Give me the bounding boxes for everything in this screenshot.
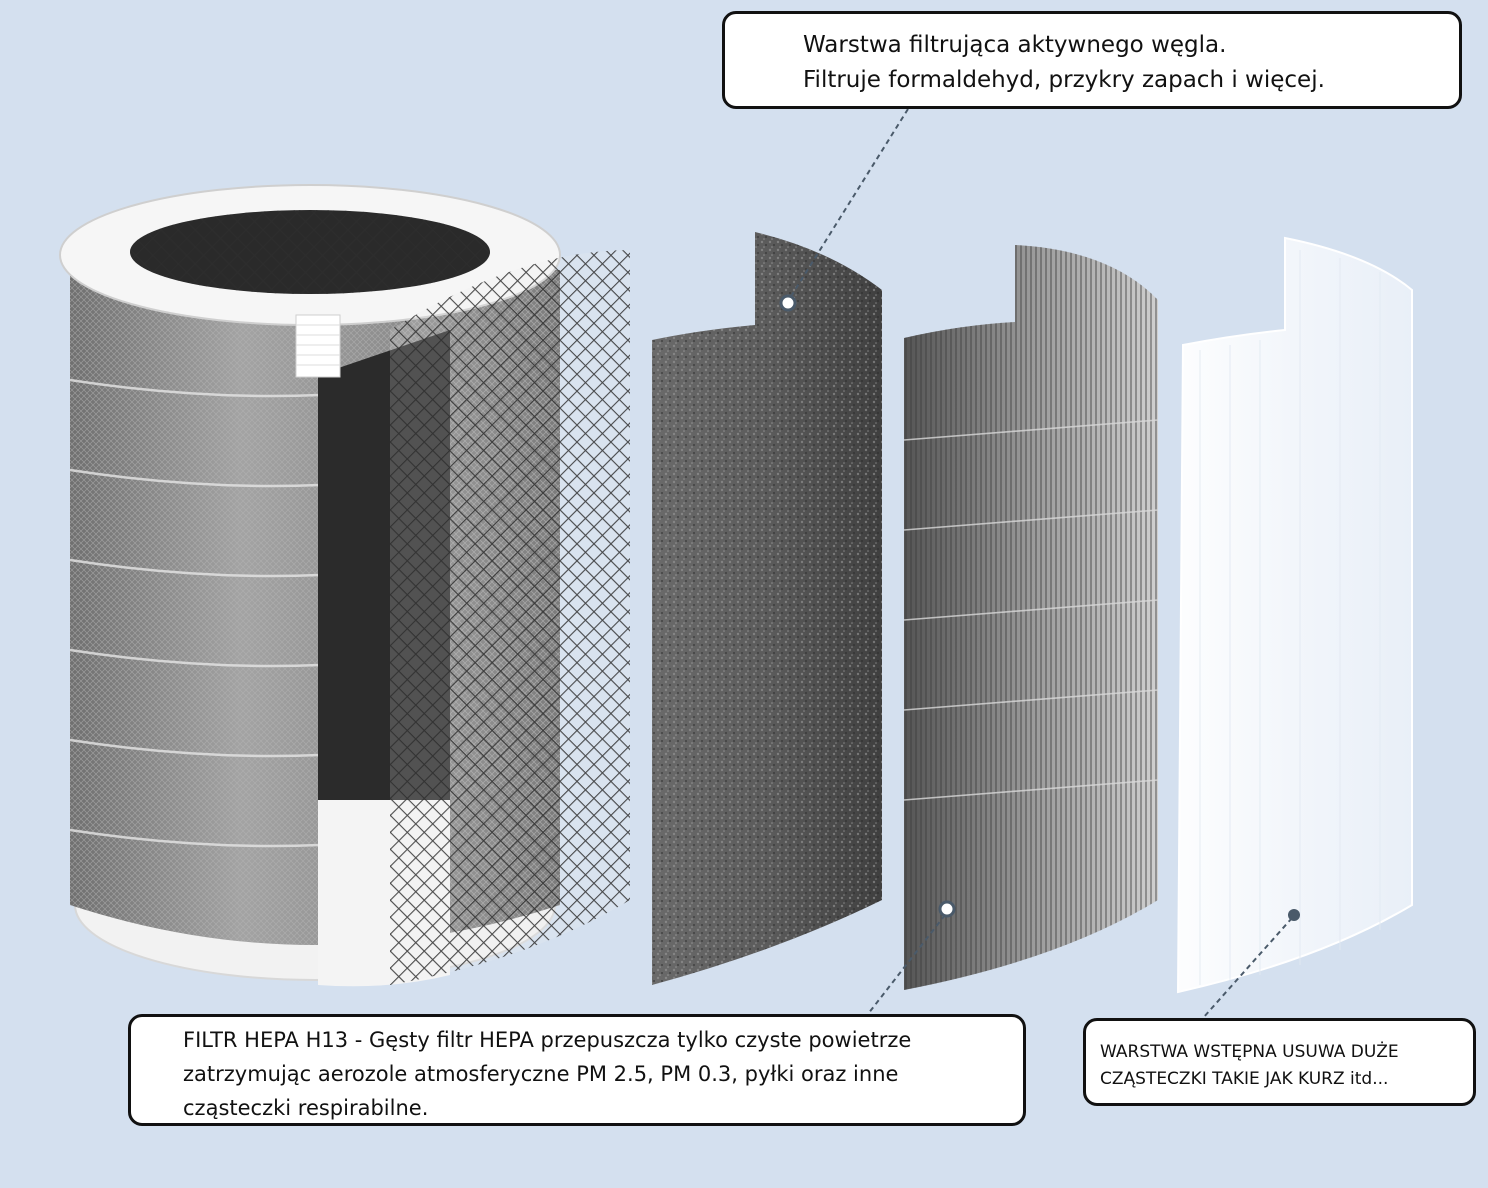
prefilter-callout-line1: WARSTWA WSTĘPNA USUWA DUŻE [1100, 1042, 1399, 1062]
carbon-layer-callout: Warstwa filtrująca aktywnego węgla. Filt… [722, 11, 1462, 109]
hepa-pleated-sheet [903, 245, 1159, 990]
prefilter-callout-line2: CZĄSTECZKI TAKIE JAK KURZ itd... [1100, 1069, 1389, 1089]
prefilter-leader-line [1202, 917, 1293, 1019]
carbon-leader-line [789, 108, 909, 299]
prefilter-layer-callout: WARSTWA WSTĘPNA USUWA DUŻE CZĄSTECZKI TA… [1083, 1018, 1476, 1106]
carbon-marker-dot [779, 294, 797, 312]
hepa-marker-dot [938, 900, 956, 918]
carbon-sheet [652, 232, 882, 985]
hepa-layer-callout: FILTR HEPA H13 - Gęsty filtr HEPA przepu… [128, 1014, 1026, 1126]
hepa-callout-line1: FILTR HEPA H13 - Gęsty filtr HEPA przepu… [183, 1028, 912, 1052]
carbon-callout-line2: Filtruje formaldehyd, przykry zapach i w… [803, 67, 1325, 93]
carbon-callout-line1: Warstwa filtrująca aktywnego węgla. [803, 32, 1227, 58]
assembled-filter-cylinder [59, 184, 630, 987]
pull-tab [295, 314, 341, 378]
hepa-callout-line2: zatrzymując aerozole atmosferyczne PM 2.… [183, 1062, 899, 1086]
hepa-callout-line3: cząsteczki respirabilne. [183, 1096, 429, 1120]
pre-filter-sheet [1176, 236, 1413, 994]
hepa-leader-line [867, 914, 946, 1015]
